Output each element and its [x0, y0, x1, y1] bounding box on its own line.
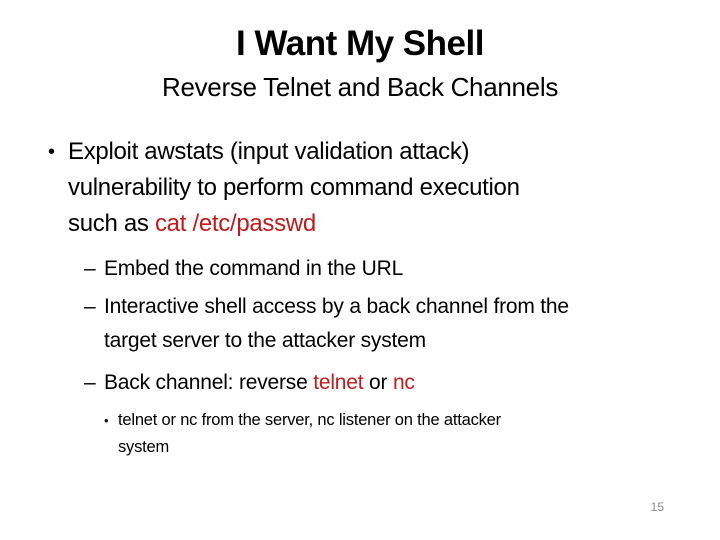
sub-bullet-text: or [363, 371, 393, 394]
sub-sub-bullet-line: system [118, 438, 170, 456]
bullet-line-text: such as [68, 210, 155, 237]
bullet-dot-icon: • [48, 141, 55, 163]
dash-icon: – [84, 371, 96, 394]
sub-sub-bullet-telnet-listener: • telnet or nc from the server, nc liste… [104, 407, 501, 461]
telnet-text-red: telnet [313, 371, 364, 394]
sub-sub-bullet-line: telnet or nc from the server, nc listene… [118, 411, 501, 429]
sub-bullet-line: Interactive shell access by a back chann… [104, 295, 569, 318]
slide-subtitle: Reverse Telnet and Back Channels [161, 72, 559, 102]
bullet-dot-icon: • [104, 413, 109, 428]
sub-bullet-line: Embed the command in the URL [104, 257, 404, 280]
dash-icon: – [84, 257, 96, 280]
bullet-exploit-awstats: • Exploit awstats (input validation atta… [48, 134, 520, 242]
bullet-line: Exploit awstats (input validation attack… [68, 138, 470, 165]
sub-bullet-embed-command: – Embed the command in the URL [84, 252, 403, 286]
nc-text-red: nc [392, 371, 415, 394]
bullet-line: such as cat /etc/passwd [68, 206, 520, 242]
sub-bullet-back-channel: – Back channel: reverse telnet or nc [84, 366, 415, 400]
sub-bullet-line: Back channel: reverse telnet or nc [104, 366, 415, 400]
slide-title: I Want My Shell [236, 24, 484, 63]
command-text-red: cat /etc/passwd [154, 210, 316, 237]
sub-bullet-line: target server to the attacker system [104, 329, 426, 352]
sub-bullet-interactive-shell: – Interactive shell access by a back cha… [84, 290, 569, 358]
bullet-line: vulnerability to perform command executi… [68, 174, 520, 201]
slide-page-number: 15 [650, 500, 664, 514]
dash-icon: – [84, 295, 96, 318]
sub-bullet-text: Back channel: reverse [104, 371, 314, 394]
